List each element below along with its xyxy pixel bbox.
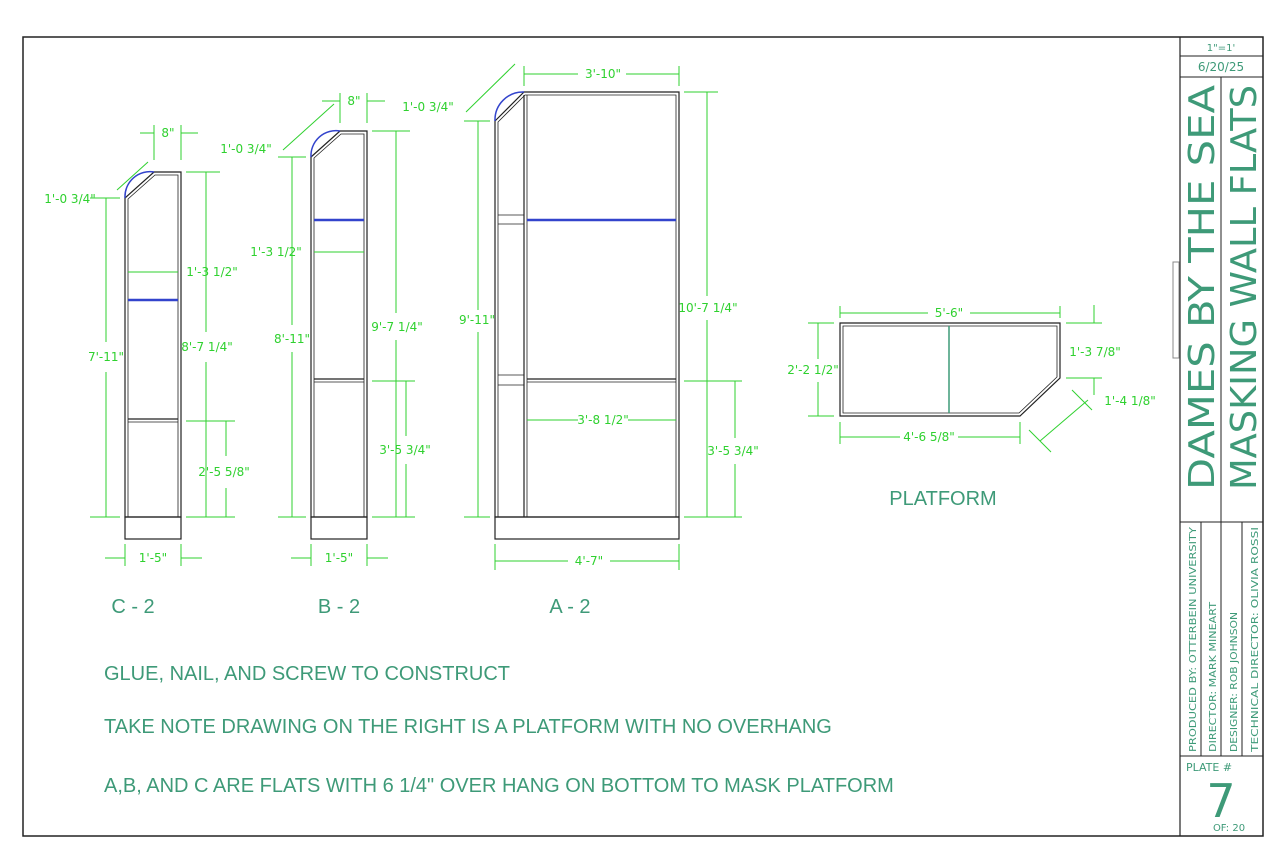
- c2-dim-base: 1'-5": [139, 551, 167, 565]
- date-text: 6/20/25: [1198, 60, 1244, 74]
- plate-of: OF: 20: [1213, 823, 1245, 834]
- c2-dim-lower: 2'-5 5/8": [198, 465, 250, 479]
- c2-dim-right-height: 8'-7 1/4": [181, 340, 233, 354]
- c2-corner-arc: [124, 170, 155, 199]
- c2-dim-chamfer: 1'-0 3/4": [44, 192, 96, 206]
- b2-dim-right-height: 9'-7 1/4": [371, 320, 423, 334]
- platform-dim-angle: 1'-4 1/8": [1104, 394, 1156, 408]
- c2-dim-top: 8": [161, 126, 174, 140]
- plate-label: PLATE #: [1186, 761, 1232, 774]
- b2-dim-top: 8": [347, 94, 360, 108]
- b2-dim-height: 8'-11": [274, 332, 310, 346]
- platform: 5'-6" 2'-2 1/2" 1'-3 7/8" 1'-4 1/8" 4'-6…: [787, 305, 1156, 510]
- construction-notes: GLUE, NAIL, AND SCREW TO CONSTRUCT TAKE …: [104, 663, 894, 797]
- c2-label: C - 2: [111, 596, 154, 618]
- c2-dim-mid-width: 1'-3 1/2": [186, 265, 238, 279]
- b2-label: B - 2: [318, 596, 360, 618]
- sheet-border: [22, 36, 1264, 837]
- sheet-side-tab: [1172, 261, 1180, 359]
- platform-dim-left: 2'-2 1/2": [787, 363, 839, 377]
- produced-by: PRODUCED BY: OTTERBEIN UNIVERSITY: [1188, 526, 1199, 752]
- c2-dim-height: 7'-11": [88, 350, 124, 364]
- b2-dim-mid-width: 1'-3 1/2": [250, 245, 302, 259]
- b2-dim-lower: 3'-5 3/4": [379, 443, 431, 457]
- flat-a2: 3'-10" 1'-0 3/4" 9'-11" 10'-7 1/4" 3'-8 …: [402, 63, 759, 618]
- platform-label: PLATFORM: [889, 488, 996, 510]
- drawing-title: MASKING WALL FLATS: [1224, 85, 1265, 490]
- flat-c2: 8" 1'-0 3/4" 7'-11" 1'-3 1/2" 8'-7 1/4" …: [44, 125, 250, 618]
- a2-dim-height: 9'-11": [459, 313, 495, 327]
- director: DIRECTOR: MARK MINEART: [1208, 601, 1219, 752]
- b2-dim-base: 1'-5": [325, 551, 353, 565]
- note-2: TAKE NOTE DRAWING ON THE RIGHT IS A PLAT…: [104, 716, 832, 738]
- b2-dim-chamfer: 1'-0 3/4": [220, 142, 272, 156]
- flat-b2: 8" 1'-0 3/4" 1'-3 1/2" 8'-11" 9'-7 1/4" …: [220, 93, 431, 618]
- a2-corner-arc: [494, 91, 525, 122]
- title-block: 1"=1' 6/20/25 DAMES BY THE SEA MASKING W…: [1180, 43, 1265, 834]
- platform-dim-right: 1'-3 7/8": [1069, 345, 1121, 359]
- b2-corner-arc: [310, 129, 341, 158]
- plate-number: 7: [1206, 774, 1235, 828]
- note-3: A,B, AND C ARE FLATS WITH 6 1/4" OVER HA…: [104, 775, 894, 797]
- a2-dim-mid-width: 3'-8 1/2": [577, 413, 629, 427]
- a2-dim-right-height: 10'-7 1/4": [678, 301, 737, 315]
- a2-label: A - 2: [549, 596, 590, 618]
- note-1: GLUE, NAIL, AND SCREW TO CONSTRUCT: [104, 663, 510, 685]
- a2-dim-chamfer: 1'-0 3/4": [402, 100, 454, 114]
- technical-director: TECHNICAL DIRECTOR: OLIVIA ROSSI: [1250, 527, 1261, 753]
- a2-dim-top: 3'-10": [585, 67, 621, 81]
- designer: DESIGNER: ROB JOHNSON: [1229, 612, 1240, 752]
- platform-dim-top: 5'-6": [935, 306, 963, 320]
- platform-dim-bottom: 4'-6 5/8": [903, 430, 955, 444]
- scale-text: 1"=1': [1207, 43, 1235, 54]
- show-title: DAMES BY THE SEA: [1182, 85, 1223, 490]
- a2-dim-base: 4'-7": [575, 554, 603, 568]
- a2-dim-lower: 3'-5 3/4": [707, 444, 759, 458]
